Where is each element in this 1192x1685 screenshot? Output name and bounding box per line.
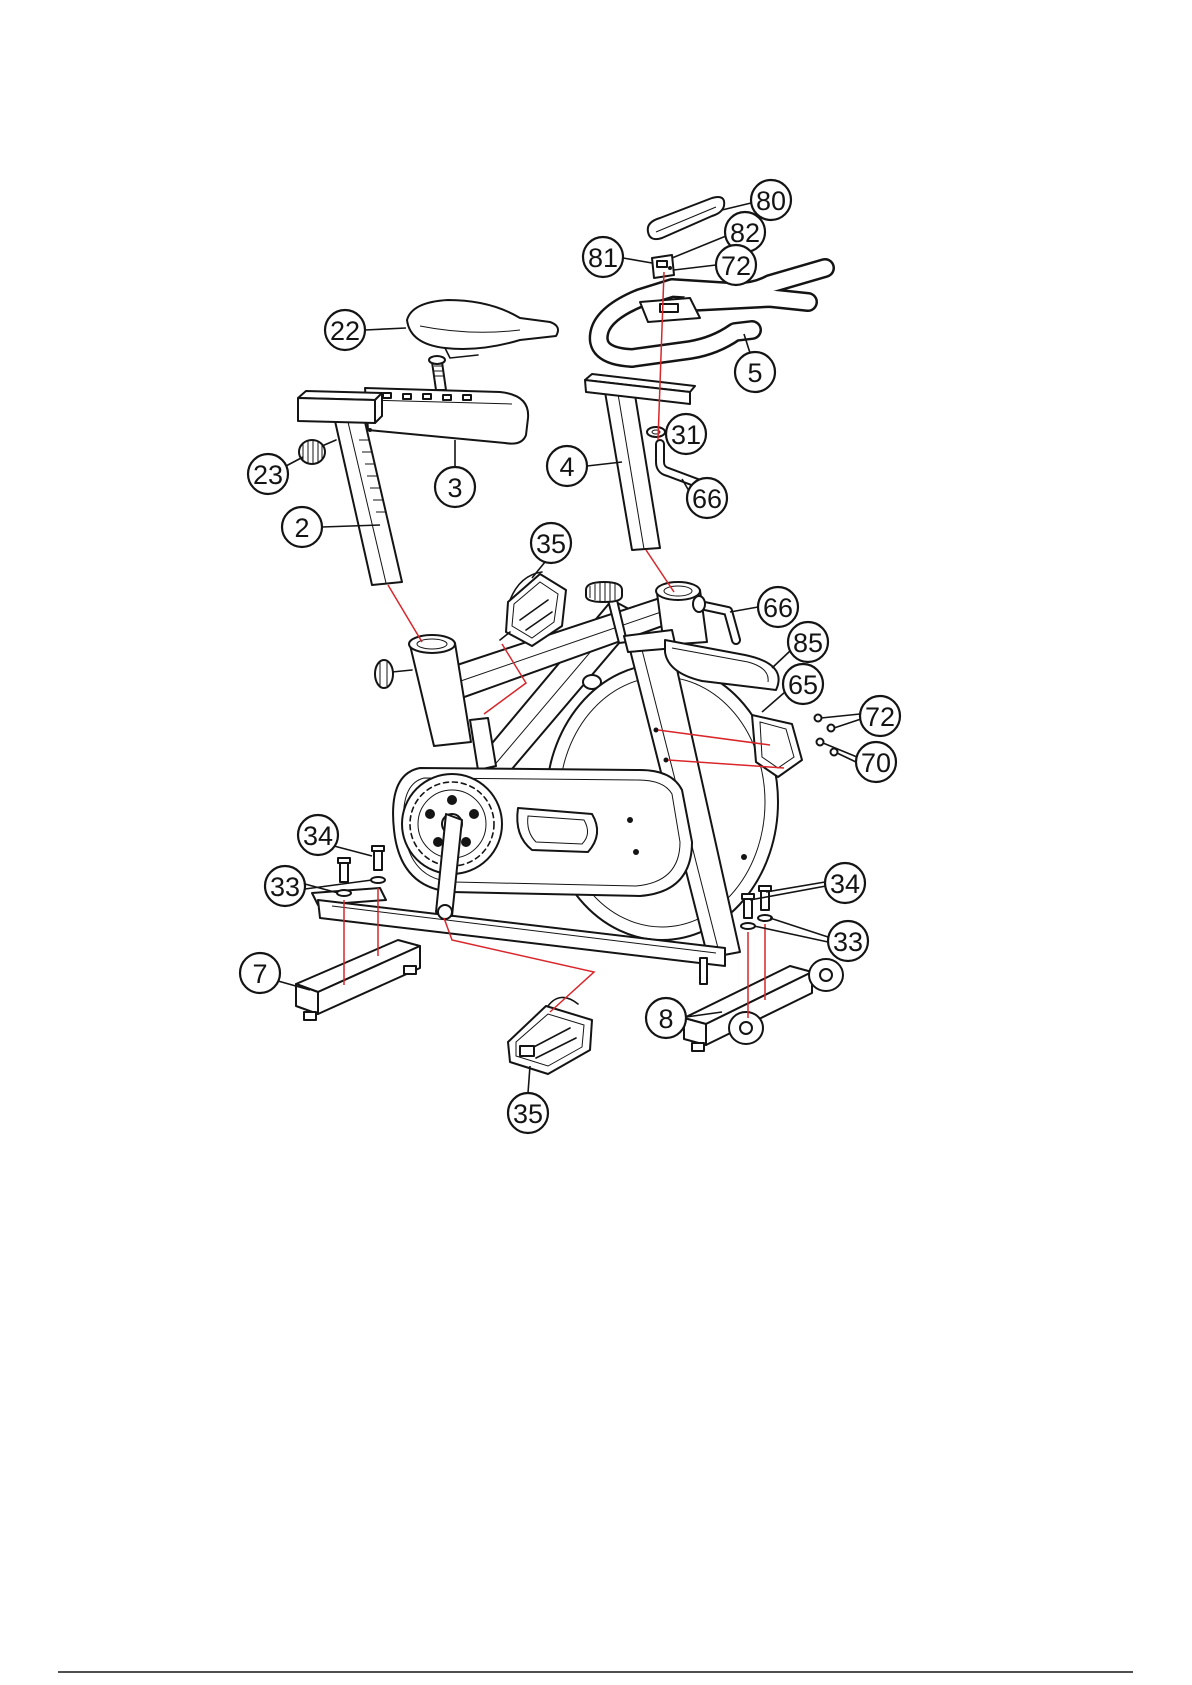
sensor-pad — [752, 715, 838, 778]
callout-number: 35 — [513, 1099, 543, 1129]
callout-34-front: 34 — [750, 863, 865, 903]
callout-number: 66 — [692, 484, 722, 514]
callout-number: 66 — [763, 593, 793, 623]
callout-number: 5 — [747, 358, 762, 388]
callout-number: 23 — [253, 460, 283, 490]
callout-number: 22 — [330, 316, 360, 346]
callout-number: 8 — [658, 1004, 673, 1034]
pedal-right — [508, 997, 592, 1074]
callout-number: 33 — [833, 927, 863, 957]
washer — [647, 427, 665, 437]
callout-85: 85 — [772, 622, 828, 668]
callout-number: 82 — [730, 218, 760, 248]
callout-number: 85 — [793, 628, 823, 658]
callout-23: 23 — [248, 454, 303, 494]
callout-7: 7 — [240, 953, 310, 993]
seat-adjust-knob — [299, 440, 336, 464]
callout-number: 34 — [830, 869, 860, 899]
callout-number: 65 — [788, 670, 818, 700]
callout-22: 22 — [325, 310, 406, 350]
callout-number: 35 — [536, 529, 566, 559]
seat-slider — [365, 356, 528, 444]
callout-number: 81 — [588, 243, 618, 273]
rear-foot — [296, 940, 420, 1020]
grip-pad — [648, 197, 725, 239]
callout-number: 72 — [721, 251, 751, 281]
callout-33-front: 33 — [754, 918, 868, 961]
callout-number: 7 — [252, 959, 267, 989]
callout-number: 70 — [861, 748, 891, 778]
callout-number: 72 — [865, 702, 895, 732]
callout-number: 33 — [270, 872, 300, 902]
handlebar-stem — [585, 374, 695, 550]
callout-number: 31 — [671, 420, 701, 450]
callout-number: 34 — [303, 821, 333, 851]
callout-35-lower: 35 — [508, 1066, 548, 1133]
saddle — [407, 300, 558, 358]
display-bracket — [652, 255, 674, 278]
callout-70: 70 — [823, 742, 896, 782]
callout-5: 5 — [735, 334, 775, 392]
callout-number: 3 — [447, 473, 462, 503]
callout-34-rear: 34 — [298, 815, 372, 856]
callout-66-front: 66 — [730, 587, 798, 627]
callout-31: 31 — [665, 414, 706, 454]
handlebar — [599, 268, 825, 358]
callout-number: 80 — [756, 186, 786, 216]
callout-35-upper: 35 — [531, 523, 571, 578]
callout-81: 81 — [583, 237, 652, 277]
callout-number: 2 — [294, 513, 309, 543]
callout-4: 4 — [547, 446, 622, 486]
callout-3: 3 — [435, 440, 475, 507]
callout-number: 4 — [559, 452, 574, 482]
callout-80: 80 — [722, 180, 791, 220]
